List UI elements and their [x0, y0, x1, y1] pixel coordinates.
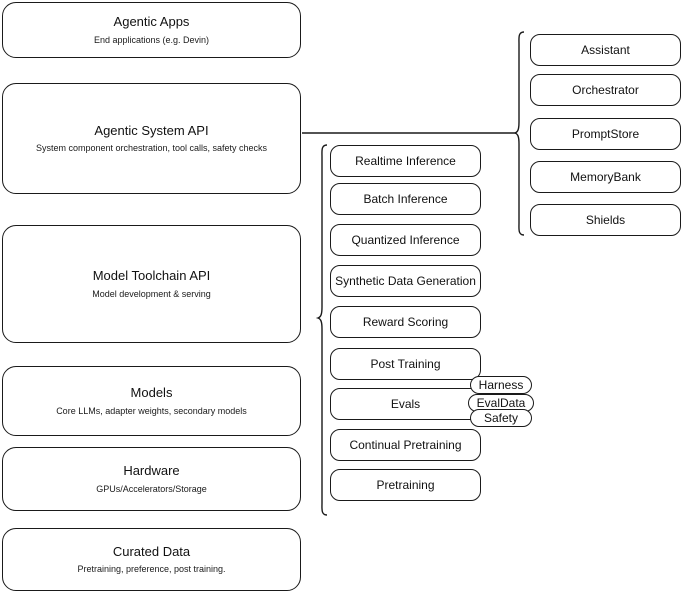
service-box-synthetic-data-generation[interactable]: Synthetic Data Generation	[330, 265, 481, 297]
service-label: Evals	[390, 396, 421, 411]
layer-box-curated-data[interactable]: Curated Data Pretraining, preference, po…	[2, 528, 301, 591]
service-box-evals[interactable]: Evals	[330, 388, 481, 420]
component-label: PromptStore	[571, 126, 640, 141]
layer-subtitle: End applications (e.g. Devin)	[93, 34, 210, 45]
layer-subtitle: System component orchestration, tool cal…	[35, 143, 268, 153]
service-box-reward-scoring[interactable]: Reward Scoring	[330, 306, 481, 338]
component-box-shields[interactable]: Shields	[530, 204, 681, 236]
bracket-toolchain-services	[315, 144, 328, 516]
service-label: Batch Inference	[363, 191, 448, 206]
layer-box-model-toolchain-api[interactable]: Model Toolchain API Model development & …	[2, 225, 301, 343]
layer-subtitle: GPUs/Accelerators/Storage	[96, 483, 207, 494]
layer-box-agentic-apps[interactable]: Agentic Apps End applications (e.g. Devi…	[2, 2, 301, 58]
layer-title: Models	[130, 385, 173, 401]
layer-title: Hardware	[123, 463, 180, 479]
bracket-agentic-components	[512, 31, 525, 236]
service-label: Post Training	[370, 356, 441, 371]
service-label: Realtime Inference	[355, 153, 456, 168]
component-label: Orchestrator	[572, 82, 639, 97]
component-label: Shields	[585, 212, 626, 227]
layer-box-models[interactable]: Models Core LLMs, adapter weights, secon…	[2, 366, 301, 436]
eval-tag-safety[interactable]: Safety	[470, 409, 532, 427]
layer-subtitle: Model development & serving	[92, 288, 211, 299]
service-box-continual-pretraining[interactable]: Continual Pretraining	[330, 429, 481, 461]
service-label: Reward Scoring	[362, 314, 449, 329]
service-box-quantized-inference[interactable]: Quantized Inference	[330, 224, 481, 256]
service-label: Synthetic Data Generation	[335, 273, 476, 288]
layer-subtitle: Pretraining, preference, post training.	[77, 564, 226, 574]
service-label: Continual Pretraining	[349, 437, 462, 452]
service-label: Quantized Inference	[351, 232, 460, 247]
layer-title: Agentic System API	[94, 122, 209, 138]
component-box-orchestrator[interactable]: Orchestrator	[530, 74, 681, 106]
layer-title: Model Toolchain API	[92, 268, 211, 284]
component-box-assistant[interactable]: Assistant	[530, 34, 681, 66]
component-box-memorybank[interactable]: MemoryBank	[530, 161, 681, 193]
layer-box-agentic-system-api[interactable]: Agentic System API System component orch…	[2, 83, 301, 194]
service-box-batch-inference[interactable]: Batch Inference	[330, 183, 481, 215]
eval-tag-harness[interactable]: Harness	[470, 376, 532, 394]
layer-subtitle: Core LLMs, adapter weights, secondary mo…	[56, 405, 247, 416]
service-box-pretraining[interactable]: Pretraining	[330, 469, 481, 501]
component-box-promptstore[interactable]: PromptStore	[530, 118, 681, 150]
service-box-post-training[interactable]: Post Training	[330, 348, 481, 380]
component-label: MemoryBank	[570, 169, 641, 184]
layer-title: Curated Data	[112, 543, 191, 559]
service-label: Pretraining	[376, 477, 435, 492]
component-label: Assistant	[581, 42, 630, 57]
service-box-realtime-inference[interactable]: Realtime Inference	[330, 145, 481, 177]
layer-box-hardware[interactable]: Hardware GPUs/Accelerators/Storage	[2, 447, 301, 511]
layer-title: Agentic Apps	[113, 14, 190, 30]
